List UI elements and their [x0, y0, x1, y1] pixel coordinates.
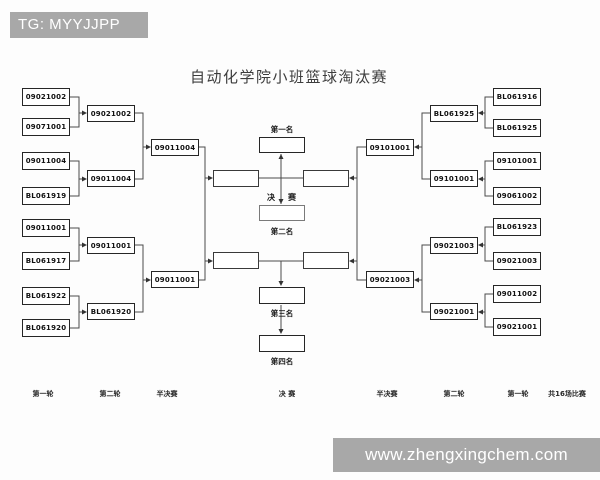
left-round1-team-box-2: 09011004 — [22, 152, 70, 170]
right-round2-team-box-2: 09021003 — [430, 237, 478, 254]
right-round2-team-box-3: 09021001 — [430, 303, 478, 320]
runner-up-box — [259, 205, 305, 221]
second-place-label: 第二名 — [270, 227, 294, 236]
watermark-tag-bar: TG: MYYJJPP — [10, 12, 148, 38]
third-place-match-box-left — [213, 252, 259, 269]
right-round1-team-box-2: 09101001 — [493, 152, 541, 170]
left-round2-team-box-0: 09021002 — [87, 105, 135, 122]
arrowhead-icon-8 — [478, 110, 483, 116]
arrowhead-icon-14 — [349, 175, 354, 181]
arrowhead-icon-16 — [278, 199, 284, 204]
left-round1-team-box-1: 09071001 — [22, 118, 70, 136]
right-round1-team-box-5: 09021003 — [493, 252, 541, 270]
right-round1-team-box-4: BL061923 — [493, 218, 541, 236]
final-label-char-right: 赛 — [288, 193, 296, 202]
left-round2-team-box-1: 09011004 — [87, 170, 135, 187]
right-semifinal-team-box-1: 09021003 — [366, 271, 414, 288]
page-title: 自动化学院小班篮球淘汰赛 — [189, 68, 388, 86]
arrowhead-icon-11 — [478, 309, 483, 315]
finalist-box-right — [303, 170, 349, 187]
arrowhead-icon-10 — [478, 242, 483, 248]
fourth-place-box — [259, 335, 305, 352]
left-round1-team-box-0: 09021002 — [22, 88, 70, 106]
arrowhead-icon-13 — [414, 277, 419, 283]
round-label-1: 第二轮 — [99, 390, 121, 398]
champion-box — [259, 137, 305, 153]
right-round1-team-box-0: BL061916 — [493, 88, 541, 106]
arrowhead-icon-12 — [414, 144, 419, 150]
left-semifinal-team-box-1: 09011001 — [151, 271, 199, 288]
right-round2-team-box-0: BL061925 — [430, 105, 478, 122]
left-round1-team-box-7: BL061920 — [22, 319, 70, 337]
left-semifinal-team-box-0: 09011004 — [151, 139, 199, 156]
finalist-box-left — [213, 170, 259, 187]
first-place-label: 第一名 — [270, 125, 294, 134]
watermark-url-bar: www.zhengxingchem.com — [333, 438, 600, 472]
third-place-box — [259, 287, 305, 304]
arrowhead-icon-17 — [278, 281, 284, 286]
left-round2-team-box-3: BL061920 — [87, 303, 135, 320]
arrowhead-icon-19 — [278, 154, 284, 159]
right-round1-team-box-6: 09011002 — [493, 285, 541, 303]
round-label-6: 第一轮 — [507, 390, 529, 398]
arrowhead-icon-15 — [349, 258, 354, 264]
fourth-place-label: 第四名 — [270, 357, 294, 366]
round-label-2: 半决赛 — [156, 390, 178, 398]
round-label-4: 半决赛 — [376, 390, 398, 398]
third-place-match-box-right — [303, 252, 349, 269]
right-round1-team-box-3: 09061002 — [493, 187, 541, 205]
left-round1-team-box-3: BL061919 — [22, 187, 70, 205]
left-round1-team-box-4: 09011001 — [22, 219, 70, 237]
final-label-char-left: 决 — [267, 193, 275, 202]
left-round2-team-box-2: 09011001 — [87, 237, 135, 254]
right-round2-team-box-1: 09101001 — [430, 170, 478, 187]
right-round1-team-box-1: BL061925 — [493, 119, 541, 137]
left-round1-team-box-5: BL061917 — [22, 252, 70, 270]
round-label-0: 第一轮 — [32, 390, 54, 398]
arrowhead-icon-9 — [478, 176, 483, 182]
third-place-label: 第三名 — [270, 309, 294, 318]
arrowhead-icon-18 — [278, 329, 284, 334]
round-label-7: 共16场比赛 — [548, 390, 586, 398]
right-round1-team-box-7: 09021001 — [493, 318, 541, 336]
right-semifinal-team-box-0: 09101001 — [366, 139, 414, 156]
left-round1-team-box-6: BL061922 — [22, 287, 70, 305]
round-label-3: 决 赛 — [278, 390, 296, 398]
round-label-5: 第二轮 — [443, 390, 465, 398]
